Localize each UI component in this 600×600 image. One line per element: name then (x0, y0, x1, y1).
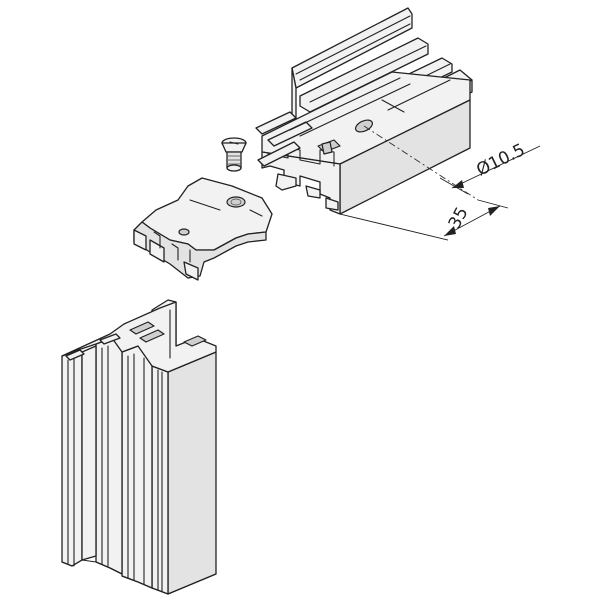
upper-profile (255, 7, 473, 215)
diameter-label: Ø10.5 (473, 140, 528, 180)
bracket-hole (226, 196, 246, 208)
dimension-offset: 35 (339, 199, 509, 241)
connector-bracket (133, 177, 273, 281)
countersunk-screw (221, 137, 247, 172)
offset-label: 35 (445, 204, 473, 232)
lower-profile (61, 299, 217, 595)
